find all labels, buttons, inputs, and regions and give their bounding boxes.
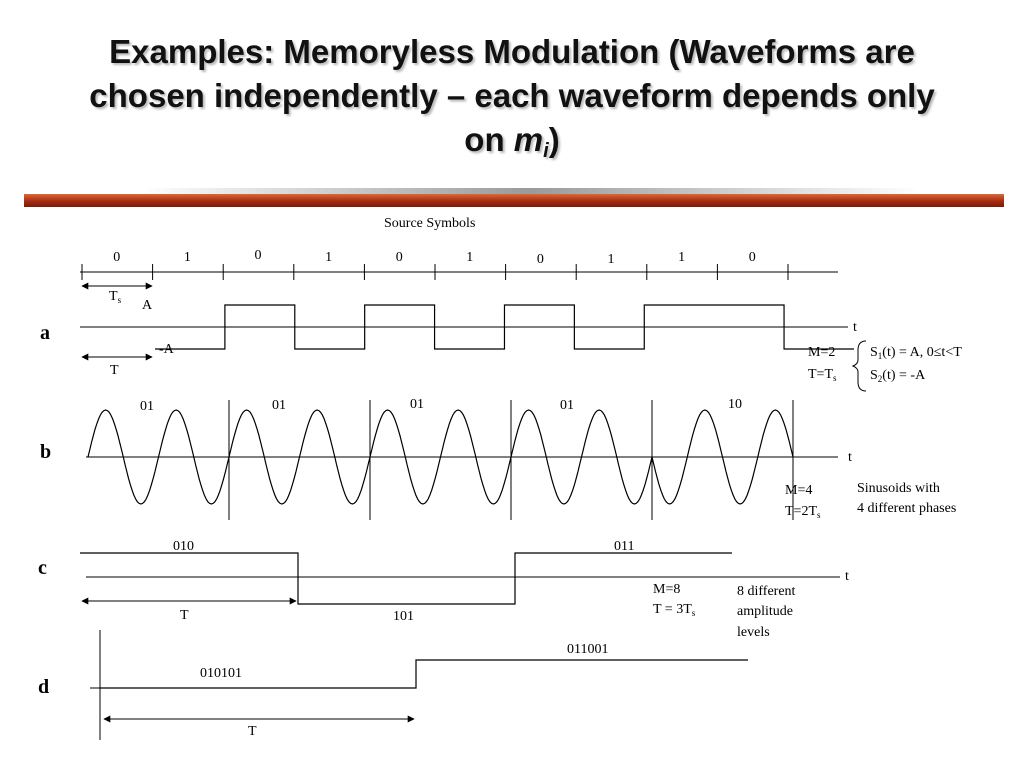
panel-c-symbol-label: 011 — [614, 539, 634, 554]
panel-b-t-eq-main: T=2T — [785, 504, 817, 519]
panel-c-desc-3: levels — [737, 625, 770, 640]
title-line-1: Examples: Memoryless Modulation (Wavefor… — [109, 33, 915, 70]
panel-a-amp-neg: -A — [159, 342, 175, 357]
panel-b-t-equation: T=2Ts — [785, 504, 821, 520]
title-subscript-i: i — [543, 140, 549, 162]
panel-c-t-equation: T = 3Ts — [653, 602, 696, 618]
panel-c-t-eq-main: T = 3T — [653, 602, 692, 617]
panel-d-symbol-label: 010101 — [200, 666, 242, 681]
source-bit: 1 — [678, 250, 685, 265]
panel-c-t-label: T — [180, 608, 189, 623]
band-red-bar — [24, 194, 1004, 207]
panel-b-symbol-label: 01 — [410, 397, 424, 412]
ts-label: Ts — [109, 289, 122, 305]
panel-a-m-value: M=2 — [808, 345, 835, 360]
title-line-3: on mi) — [40, 118, 984, 162]
panel-d-symbol-labels: 010101 011001 — [200, 642, 608, 681]
panel-b-t-axis-label: t — [848, 450, 852, 465]
source-bit: 0 — [255, 248, 262, 263]
panel-c-waveform — [80, 552, 732, 605]
panel-b-symbol-label: 01 — [140, 399, 154, 414]
panel-a: a t A -A T M=2 T=Ts S1(t) = A, 0≤t<T S2(… — [40, 298, 962, 392]
source-bit: 1 — [466, 250, 473, 265]
source-bit: 1 — [184, 250, 191, 265]
panel-b-symbol-label: 10 — [728, 397, 742, 412]
band-gray-shadow — [140, 188, 920, 198]
source-bit: 1 — [608, 252, 615, 267]
panel-b-desc-2: 4 different phases — [857, 501, 956, 516]
panel-d-t-label: T — [248, 724, 257, 739]
panel-c-t-eq-sub: s — [692, 608, 696, 618]
title-line-3-prefix: on — [464, 121, 514, 158]
panel-c-desc-2: amplitude — [737, 604, 793, 619]
panel-b-desc-1: Sinusoids with — [857, 481, 940, 496]
source-bit: 0 — [537, 252, 544, 267]
title-line-2: chosen independently – each waveform dep… — [89, 77, 935, 114]
panel-d-waveform — [100, 659, 748, 689]
source-bit: 1 — [325, 250, 332, 265]
panel-d: d 010101 011001 T — [38, 630, 748, 740]
panel-b-waveform — [87, 409, 794, 505]
title-variable-m: m — [513, 121, 544, 158]
panel-a-amp-pos: A — [142, 298, 153, 313]
s2-sub: 2 — [878, 374, 883, 384]
title-line-3-suffix: ) — [548, 121, 560, 158]
panel-d-label: d — [38, 676, 49, 698]
panel-c-label: c — [38, 557, 47, 579]
source-symbols-header: Source Symbols — [384, 216, 475, 231]
panel-a-t-axis-label: t — [853, 320, 857, 335]
panel-a-s1-definition: S1(t) = A, 0≤t<T — [870, 345, 962, 361]
panel-b-m-value: M=4 — [785, 483, 812, 498]
panel-a-s2-definition: S2(t) = -A — [870, 368, 926, 384]
source-bits: 0 1 0 1 0 1 0 1 1 0 — [113, 248, 755, 267]
source-ticks — [81, 264, 789, 280]
s1-rest: (t) = A, 0≤t<T — [882, 345, 962, 360]
panel-a-t-equation: T=Ts — [808, 367, 837, 383]
panel-c-symbol-label: 101 — [393, 609, 414, 624]
panel-c-desc-1: 8 different — [737, 584, 796, 599]
panel-c-t-axis-label: t — [845, 569, 849, 584]
decorative-band — [0, 188, 1024, 210]
panel-c-symbol-labels: 010 101 011 — [173, 539, 634, 624]
source-symbols-row: Source Symbols 0 1 0 1 0 1 0 1 1 0 Ts — [80, 216, 838, 305]
slide-title: Examples: Memoryless Modulation (Wavefor… — [40, 30, 984, 162]
panel-d-symbol-label: 011001 — [567, 642, 608, 657]
panel-a-waveform — [155, 304, 854, 350]
panel-a-t-eq-main: T=T — [808, 367, 833, 382]
panel-b-t-eq-sub: s — [817, 510, 821, 520]
panel-a-t-eq-sub: s — [833, 373, 837, 383]
panel-a-t-label: T — [110, 363, 119, 378]
s2-main: S — [870, 368, 878, 383]
ts-label-sub: s — [118, 295, 122, 305]
panel-a-label: a — [40, 322, 50, 344]
panel-c-symbol-label: 010 — [173, 539, 194, 554]
panel-b-dividers — [228, 400, 794, 520]
panel-a-brace — [851, 340, 867, 392]
ts-label-main: T — [109, 289, 118, 304]
s1-main: S — [870, 345, 878, 360]
source-bit: 0 — [749, 250, 756, 265]
s1-sub: 1 — [878, 351, 883, 361]
source-bit: 0 — [396, 250, 403, 265]
panel-b-symbol-label: 01 — [272, 398, 286, 413]
source-bit: 0 — [113, 250, 120, 265]
panel-b-symbol-label: 01 — [560, 398, 574, 413]
panel-b-symbol-labels: 01 01 01 01 10 — [140, 397, 742, 414]
panel-b-label: b — [40, 441, 51, 463]
panel-c-m-value: M=8 — [653, 582, 680, 597]
s2-rest: (t) = -A — [882, 368, 926, 383]
